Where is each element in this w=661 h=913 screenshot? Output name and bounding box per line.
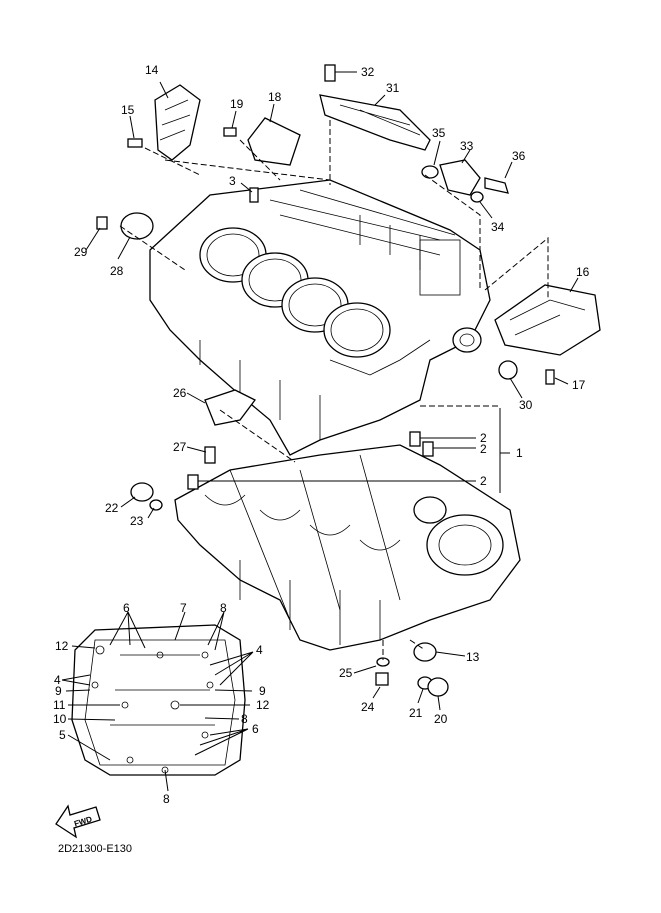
- callout-25: 25: [339, 666, 353, 680]
- callout-12: 12: [256, 698, 270, 712]
- callout-12: 12: [55, 639, 69, 653]
- callout-30: 30: [519, 398, 533, 412]
- callout-3: 3: [229, 174, 236, 188]
- callout-6: 6: [123, 601, 130, 615]
- callout-17: 17: [572, 378, 586, 392]
- callout-27: 27: [173, 440, 187, 454]
- callout-16: 16: [576, 265, 590, 279]
- callout-1: 1: [516, 446, 523, 460]
- callout-2: 2: [480, 474, 487, 488]
- callout-9: 9: [259, 684, 266, 698]
- callout-34: 34: [491, 220, 505, 234]
- leader-lines: [61, 71, 579, 792]
- callout-7: 7: [180, 601, 187, 615]
- callout-22: 22: [105, 501, 119, 515]
- callout-20: 20: [434, 712, 448, 726]
- callout-4: 4: [256, 643, 263, 657]
- callout-labels: 1 2 2 2 3 4 4 5 6 6 7 8 8 8 9 9 10 11 12…: [53, 63, 590, 806]
- callout-23: 23: [130, 514, 144, 528]
- callout-8: 8: [241, 712, 248, 726]
- callout-4: 4: [54, 673, 61, 687]
- callout-18: 18: [268, 90, 282, 104]
- callout-15: 15: [121, 103, 135, 117]
- callout-29: 29: [74, 245, 88, 259]
- callout-28: 28: [110, 264, 124, 278]
- small-parts: [96, 64, 601, 697]
- callout-2: 2: [480, 431, 487, 445]
- callout-21: 21: [409, 706, 423, 720]
- callout-36: 36: [512, 149, 526, 163]
- callout-19: 19: [230, 97, 244, 111]
- callout-8: 8: [220, 601, 227, 615]
- callout-5: 5: [59, 728, 66, 742]
- callout-10: 10: [53, 712, 67, 726]
- callout-6: 6: [252, 722, 259, 736]
- inset-bottom-view: [71, 624, 246, 776]
- callout-24: 24: [361, 700, 375, 714]
- callout-35: 35: [432, 126, 446, 140]
- callout-33: 33: [460, 139, 474, 153]
- callout-2: 2: [480, 442, 487, 456]
- callout-8: 8: [163, 792, 170, 806]
- upper-crankcase: [149, 179, 491, 456]
- callout-11: 11: [53, 698, 66, 712]
- callout-9: 9: [55, 684, 62, 698]
- callout-14: 14: [145, 63, 159, 77]
- callout-32: 32: [361, 65, 375, 79]
- callout-26: 26: [173, 386, 187, 400]
- fwd-arrow: FWD: [55, 804, 101, 839]
- callout-13: 13: [466, 650, 480, 664]
- lower-crankcase: [174, 444, 521, 651]
- callout-31: 31: [386, 81, 400, 95]
- diagram-code: 2D21300-E130: [58, 843, 132, 855]
